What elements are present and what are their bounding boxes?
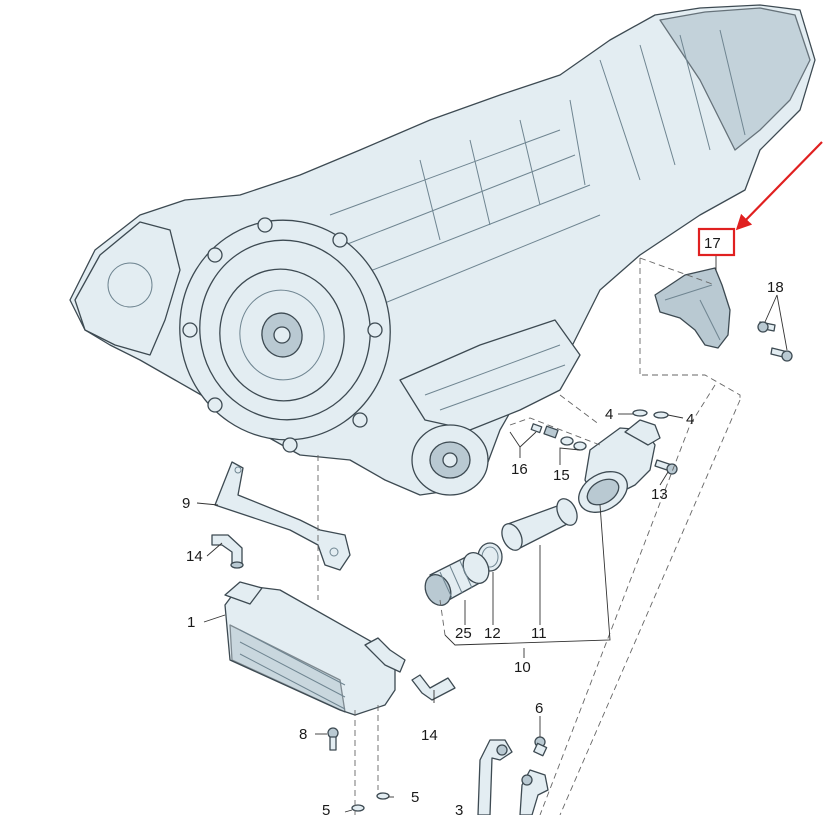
filter-element: [501, 498, 578, 551]
label-part-11: 11: [531, 625, 547, 642]
label-part-15: 15: [553, 467, 570, 484]
oil-pipes: [477, 739, 549, 815]
label-part-10: 10: [514, 659, 531, 676]
transmission-housing: [69, 4, 816, 496]
bolt-6: [533, 736, 548, 757]
bolt-18-group: [757, 321, 793, 362]
label-part-1: 1: [187, 614, 195, 631]
label-part-16: 16: [511, 461, 528, 478]
label-part-4-right: 4: [686, 411, 694, 428]
mount-bracket: [654, 267, 731, 349]
assembly-lines: [317, 257, 741, 815]
small-parts-15-16: [530, 423, 587, 451]
o-rings-4: [632, 409, 669, 419]
filter-cap: [424, 551, 490, 607]
filter-housing: [578, 419, 661, 513]
hose-14-upper: [211, 534, 244, 569]
label-part-5-left: 5: [322, 802, 330, 815]
label-part-25: 25: [455, 625, 472, 642]
highlight-arrow: [735, 141, 823, 231]
label-part-6: 6: [535, 700, 543, 717]
bolt-8: [327, 727, 339, 751]
label-part-3: 3: [455, 802, 463, 815]
hose-14-lower: [411, 674, 456, 701]
support-bracket: [214, 461, 351, 571]
leader-lines: [196, 252, 788, 813]
oil-cooler: [224, 581, 406, 716]
label-part-14-lower: 14: [421, 727, 438, 744]
label-part-17[interactable]: 17: [704, 235, 721, 252]
label-part-8: 8: [299, 726, 307, 743]
label-part-4-left: 4: [605, 406, 613, 423]
label-part-18: 18: [767, 279, 784, 296]
label-part-14-upper: 14: [186, 548, 203, 565]
label-part-9: 9: [182, 495, 190, 512]
label-part-5-right: 5: [411, 789, 419, 806]
label-part-13: 13: [651, 486, 668, 503]
label-part-12: 12: [484, 625, 501, 642]
o-rings-5: [351, 792, 390, 812]
highlight-box-17[interactable]: [697, 227, 736, 257]
